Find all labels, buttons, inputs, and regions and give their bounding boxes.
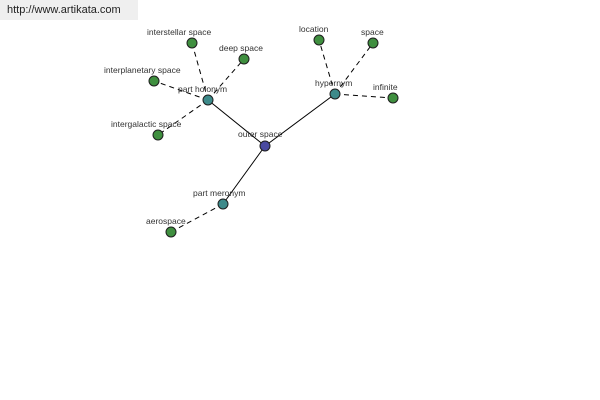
node-deep-space[interactable] — [238, 53, 250, 65]
edge-center-part-meronym — [222, 145, 266, 205]
node-location[interactable] — [313, 34, 325, 46]
labels: interstellar space deep space interplane… — [104, 24, 398, 226]
edge-holonym-interstellar — [191, 42, 209, 101]
label-location: location — [299, 24, 329, 34]
label-intergalactic-space: intergalactic space — [111, 119, 182, 129]
edge-holonym-intergalactic — [157, 99, 209, 136]
label-deep-space: deep space — [219, 43, 263, 53]
label-interstellar-space: interstellar space — [147, 27, 212, 37]
label-part-holonym: part holonym — [178, 84, 227, 94]
node-aerospace[interactable] — [165, 226, 177, 238]
node-interstellar-space[interactable] — [186, 37, 198, 49]
edge-hypernym-location — [318, 39, 336, 95]
node-part-meronym[interactable] — [217, 198, 229, 210]
label-hypernym: hypernym — [315, 78, 352, 88]
label-outer-space: outer space — [238, 129, 283, 139]
edge-holonym-deep-space — [207, 58, 245, 101]
node-hypernym[interactable] — [329, 88, 341, 100]
edge-hypernym-infinite — [334, 93, 394, 99]
watermark-url: http://www.artikata.com — [0, 0, 138, 20]
nodes — [148, 34, 399, 238]
edge-hypernym-space — [334, 42, 374, 95]
node-intergalactic-space[interactable] — [152, 129, 164, 141]
node-outer-space[interactable] — [259, 140, 271, 152]
node-infinite[interactable] — [387, 92, 399, 104]
label-space: space — [361, 27, 384, 37]
edge-center-part-holonym — [207, 99, 266, 147]
edges — [153, 39, 394, 233]
label-aerospace: aerospace — [146, 216, 186, 226]
node-part-holonym[interactable] — [202, 94, 214, 106]
label-infinite: infinite — [373, 82, 398, 92]
label-part-meronym: part meronym — [193, 188, 245, 198]
label-interplanetary-space: interplanetary space — [104, 65, 181, 75]
edge-center-hypernym — [264, 93, 336, 147]
edge-meronym-aerospace — [170, 203, 224, 233]
node-interplanetary-space[interactable] — [148, 75, 160, 87]
node-space[interactable] — [367, 37, 379, 49]
edge-holonym-interplanetary — [153, 80, 209, 101]
